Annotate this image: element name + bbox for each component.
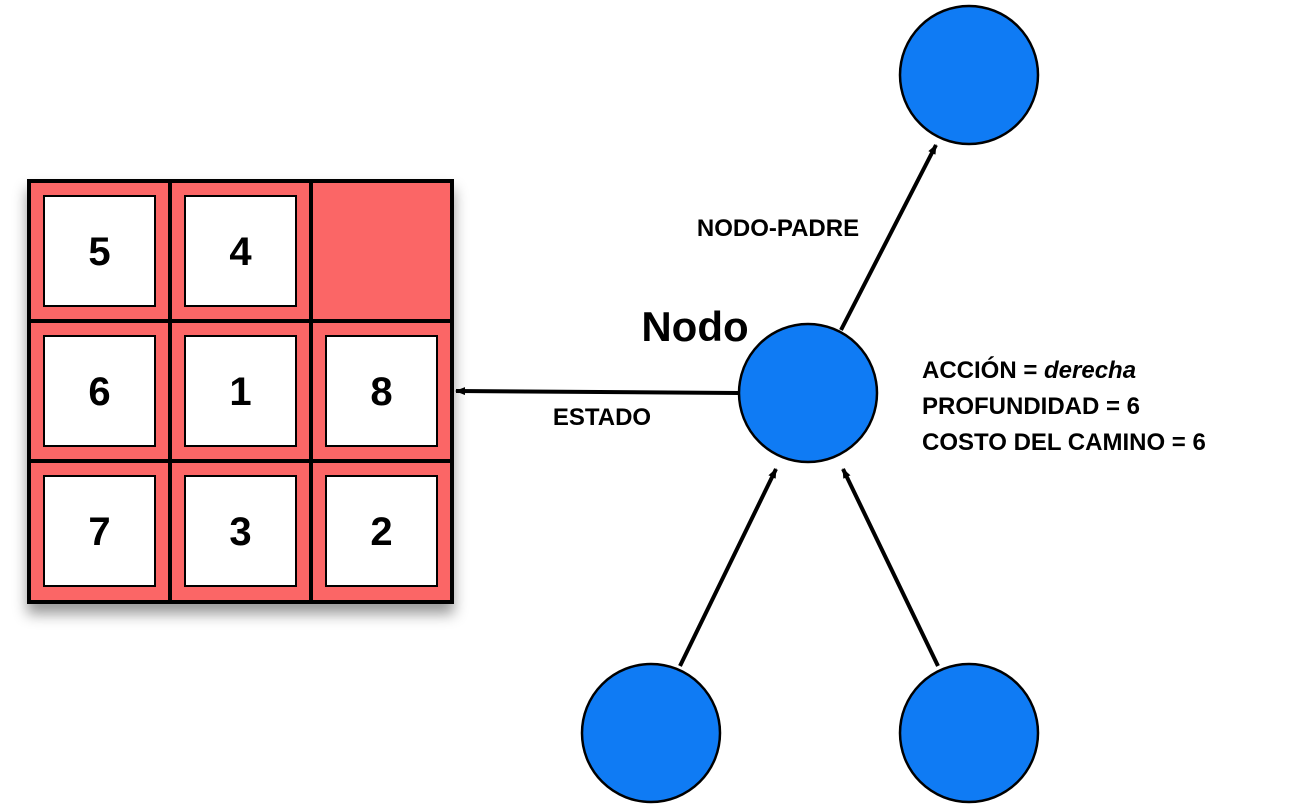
puzzle-tile xyxy=(325,335,438,447)
puzzle-board: 5 4 6 1 8 7 3 2 xyxy=(27,179,454,604)
edge-parent-arrow xyxy=(839,144,938,331)
puzzle-tile xyxy=(184,335,297,447)
path-cost-line: COSTO DEL CAMINO = 6 xyxy=(922,429,1206,456)
puzzle-tile-number: 5 xyxy=(88,230,110,274)
puzzle-tile xyxy=(325,475,438,587)
puzzle-tile-number: 3 xyxy=(229,510,251,554)
edge-child-left-arrow xyxy=(678,468,778,667)
state-edge-label: ESTADO xyxy=(553,404,651,431)
current-node xyxy=(737,322,879,464)
puzzle-tile-number: 6 xyxy=(88,370,110,414)
puzzle-tile-number: 7 xyxy=(88,510,110,554)
puzzle-tiles: 5 4 6 1 8 7 3 2 xyxy=(43,195,438,587)
puzzle-tile xyxy=(43,475,156,587)
action-label: ACCIÓN = xyxy=(922,356,1044,384)
depth-line: PROFUNDIDAD = 6 xyxy=(922,393,1140,420)
edge-state-arrow xyxy=(455,387,739,396)
child-node-right xyxy=(898,662,1040,804)
parent-edge-label: NODO-PADRE xyxy=(697,215,859,242)
puzzle-tile-number: 2 xyxy=(370,510,392,554)
puzzle-tile xyxy=(43,195,156,307)
puzzle-tile xyxy=(184,475,297,587)
node-title: Nodo xyxy=(641,303,748,350)
puzzle-tile-number: 4 xyxy=(229,230,252,274)
puzzle-tile xyxy=(43,335,156,447)
child-node-left xyxy=(580,662,722,804)
parent-node xyxy=(898,4,1040,146)
action-value: derecha xyxy=(1044,357,1136,384)
action-line: ACCIÓN = derecha xyxy=(922,356,1136,384)
edge-child-right-arrow xyxy=(841,468,940,667)
puzzle-tile-number: 1 xyxy=(229,370,251,414)
node-attributes: ACCIÓN = derecha PROFUNDIDAD = 6 COSTO D… xyxy=(922,356,1206,456)
puzzle-tile xyxy=(184,195,297,307)
puzzle-tile-number: 8 xyxy=(370,370,392,414)
